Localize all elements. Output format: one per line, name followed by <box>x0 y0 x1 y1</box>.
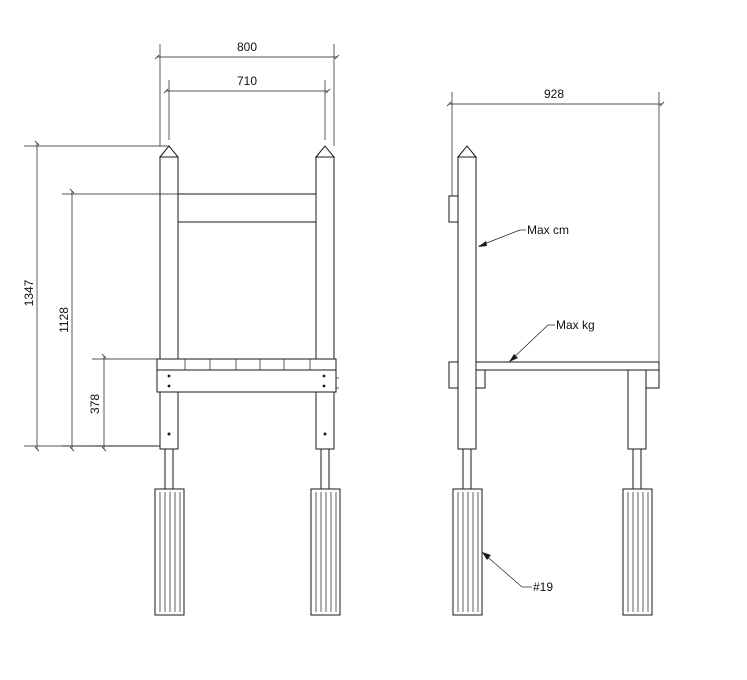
dimension-label-1347: 1347 <box>22 279 36 306</box>
dimension-depth: 928 <box>446 87 665 362</box>
right-post <box>314 145 336 450</box>
side-short-post <box>627 369 660 450</box>
callout-label-part-19: #19 <box>533 580 553 594</box>
callout-part-19: #19 <box>482 552 553 594</box>
dimension-label-378: 378 <box>88 394 102 414</box>
callout-label-max-cm: Max cm <box>527 223 569 237</box>
platform-deck <box>156 358 337 371</box>
left-post <box>158 145 180 450</box>
side-right-ground-anchor <box>622 448 653 616</box>
front-view: 800 710 1347 1128 378 <box>22 40 341 616</box>
right-ground-anchor <box>310 448 341 616</box>
dimension-platform-height: 378 <box>88 353 157 452</box>
callout-label-max-kg: Max kg <box>556 318 595 332</box>
dimension-inner-width: 710 <box>163 74 331 140</box>
dimension-label-1128: 1128 <box>57 307 71 333</box>
left-ground-anchor <box>154 448 185 616</box>
dimension-label-710: 710 <box>237 74 257 88</box>
side-left-ground-anchor <box>452 448 483 616</box>
dimension-total-height: 1347 <box>22 140 169 452</box>
dimension-label-928: 928 <box>544 87 564 101</box>
platform-beam <box>156 369 339 393</box>
side-platform <box>475 361 660 371</box>
dimension-label-800: 800 <box>237 40 257 54</box>
side-view: 928 Max cm Max kg #19 <box>446 87 665 616</box>
dimension-overall-width: 800 <box>154 40 340 146</box>
top-crossbar <box>177 193 317 223</box>
callout-max-cm: Max cm <box>478 223 569 247</box>
callout-max-kg: Max kg <box>509 318 595 362</box>
side-tall-post <box>448 145 486 450</box>
